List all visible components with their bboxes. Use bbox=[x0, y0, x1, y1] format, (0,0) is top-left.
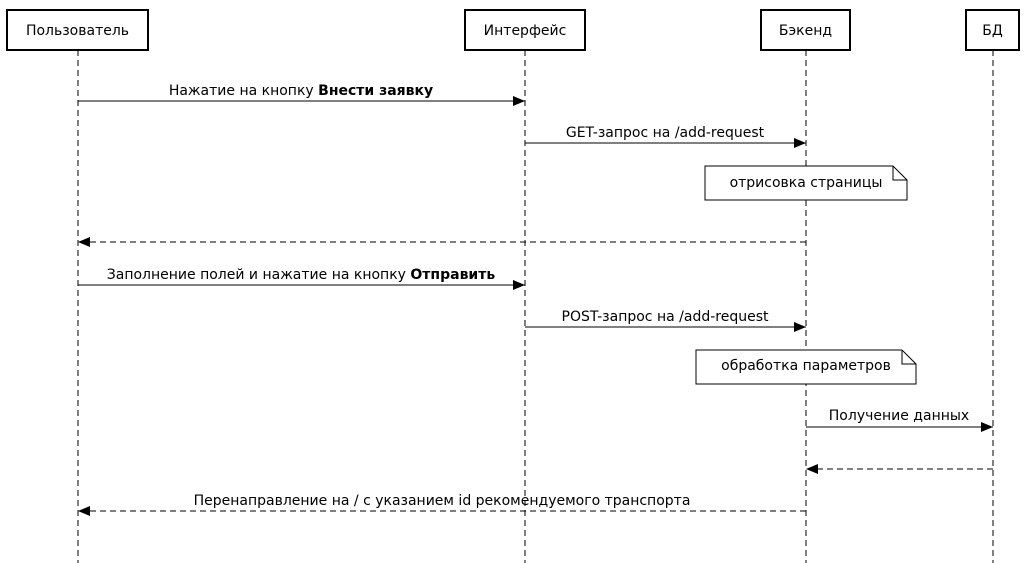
note-2: обработка параметров bbox=[695, 349, 917, 385]
participant-user: Пользователь bbox=[6, 9, 149, 51]
participant-frontend: Интерфейс bbox=[464, 9, 586, 51]
participant-frontend-label: Интерфейс bbox=[484, 23, 567, 39]
participant-db: БД bbox=[965, 9, 1020, 51]
message-4-bold-text: Отправить bbox=[410, 267, 495, 283]
participant-user-label: Пользователь bbox=[26, 23, 129, 39]
message-1-bold-text: Внести заявку bbox=[318, 83, 433, 99]
message-6: Получение данных bbox=[806, 408, 993, 432]
note-1: отрисовка страницы bbox=[704, 165, 908, 201]
message-8: Перенаправление на / с указанием id реко… bbox=[78, 493, 806, 516]
message-4: Заполнение полей и нажатие на кнопку Отп… bbox=[78, 267, 525, 290]
participant-backend: Бэкенд bbox=[760, 9, 851, 51]
participant-backend-label: Бэкенд bbox=[779, 23, 832, 39]
message-8-label: Перенаправление на / с указанием id реко… bbox=[194, 493, 691, 509]
note-1-label: отрисовка страницы bbox=[730, 175, 883, 191]
note-2-fold bbox=[901, 350, 916, 365]
message-5: POST-запрос на /add-request bbox=[525, 309, 806, 332]
message-4-label: Заполнение полей и нажатие на кнопку Отп… bbox=[107, 267, 496, 283]
message-1-text: Нажатие на кнопку bbox=[169, 83, 318, 99]
message-2: GET-запрос на /add-request bbox=[525, 125, 806, 148]
note-1-shape bbox=[704, 165, 908, 201]
message-5-label: POST-запрос на /add-request bbox=[562, 309, 769, 325]
message-1: Нажатие на кнопку Внести заявку bbox=[78, 83, 525, 106]
message-2-label: GET-запрос на /add-request bbox=[566, 125, 765, 141]
participant-db-label: БД bbox=[982, 23, 1003, 39]
note-1-fold bbox=[892, 166, 907, 181]
note-2-label: обработка параметров bbox=[721, 358, 891, 374]
message-4-text: Заполнение полей и нажатие на кнопку bbox=[107, 267, 411, 283]
message-1-label: Нажатие на кнопку Внести заявку bbox=[169, 83, 433, 99]
message-6-label: Получение данных bbox=[829, 408, 969, 424]
note-2-shape bbox=[695, 349, 917, 385]
